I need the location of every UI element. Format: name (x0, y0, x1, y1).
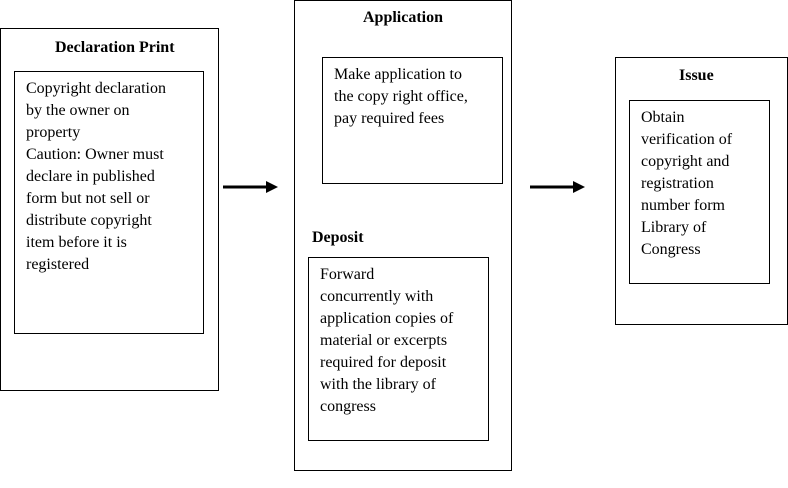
declaration-print-inner-box (14, 71, 204, 334)
issue-inner-box (629, 100, 770, 284)
arrow-right-1 (223, 181, 278, 193)
declaration-print-title: Declaration Print (55, 39, 175, 56)
application-text: Make application to the copy right offic… (334, 66, 468, 127)
deposit-text: Forward concurrently with application co… (320, 266, 454, 415)
declaration-print-text: Copyright declaration by the owner on pr… (26, 80, 166, 273)
arrow-right-2 (530, 181, 585, 193)
issue-text: Obtain verification of copyright and reg… (641, 109, 733, 258)
deposit-inner-box (308, 257, 489, 441)
issue-title: Issue (679, 67, 714, 84)
application-inner-box (322, 57, 503, 184)
application-title: Application (363, 9, 444, 26)
deposit-title: Deposit (312, 229, 364, 246)
